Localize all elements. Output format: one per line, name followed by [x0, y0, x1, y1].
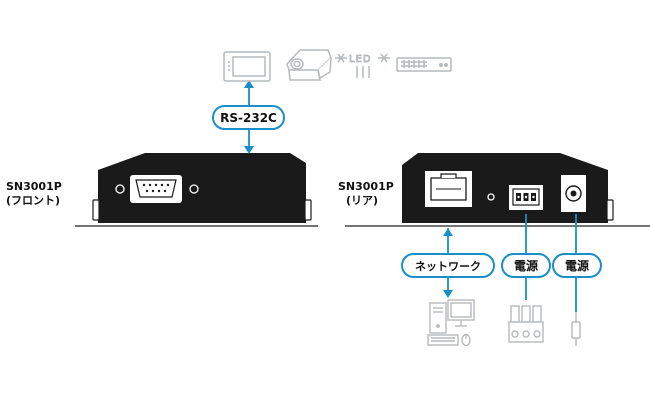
- front-chassis: [98, 153, 306, 223]
- switcher-icon: [396, 57, 452, 72]
- rear-model-label: SN3001P: [338, 180, 394, 193]
- network-arrow-up: [443, 228, 453, 236]
- computer-icon: [427, 299, 475, 347]
- rs232c-arrow-up: [244, 80, 254, 88]
- dc-power-jack: [561, 175, 586, 212]
- network-connection: ネットワーク: [401, 228, 495, 298]
- rear-led-indicator: [487, 193, 495, 201]
- touch-panel-icon: [223, 51, 271, 82]
- front-left-foot: [92, 199, 100, 221]
- terminal-plug-icon: [508, 305, 544, 343]
- network-label: ネットワーク: [415, 260, 481, 273]
- rs232c-connection: RS-232C: [212, 80, 285, 154]
- rs232c-arrow-down: [244, 146, 254, 154]
- power-terminal-pill: [501, 253, 551, 278]
- front-side-label: (フロント): [6, 194, 60, 207]
- rs232c-label: RS-232C: [220, 111, 277, 125]
- db9-screw-right: [189, 184, 199, 194]
- front-device: SN3001P (フロント): [6, 153, 318, 227]
- power-terminal-connection: 電源: [501, 214, 551, 300]
- led-sign-text: LED: [349, 54, 372, 65]
- dc-plug-icon: [571, 312, 581, 346]
- power-terminal-label: 電源: [514, 258, 538, 273]
- network-arrow-down: [443, 290, 453, 298]
- rs232c-pill: [212, 105, 285, 130]
- db9-face: [135, 179, 177, 198]
- front-right-foot: [304, 199, 312, 221]
- projector-icon: [286, 49, 332, 81]
- serial-peripherals: [223, 49, 452, 82]
- power-dc-label: 電源: [565, 258, 589, 273]
- rear-device: SN3001P (リア): [338, 153, 650, 227]
- power-dc-connection: 電源: [552, 214, 602, 312]
- power-dc-pill: [552, 253, 602, 278]
- network-pill: [401, 253, 495, 278]
- power-terminal-port: [509, 185, 543, 210]
- rj45-port: [425, 171, 472, 207]
- rear-side-label: (リア): [346, 194, 378, 207]
- rear-right-foot: [606, 199, 614, 221]
- led-display-icon: [335, 53, 390, 78]
- front-model-label: SN3001P: [6, 180, 62, 193]
- db9-screw-left: [115, 184, 125, 194]
- db9-serial-port: [115, 175, 199, 203]
